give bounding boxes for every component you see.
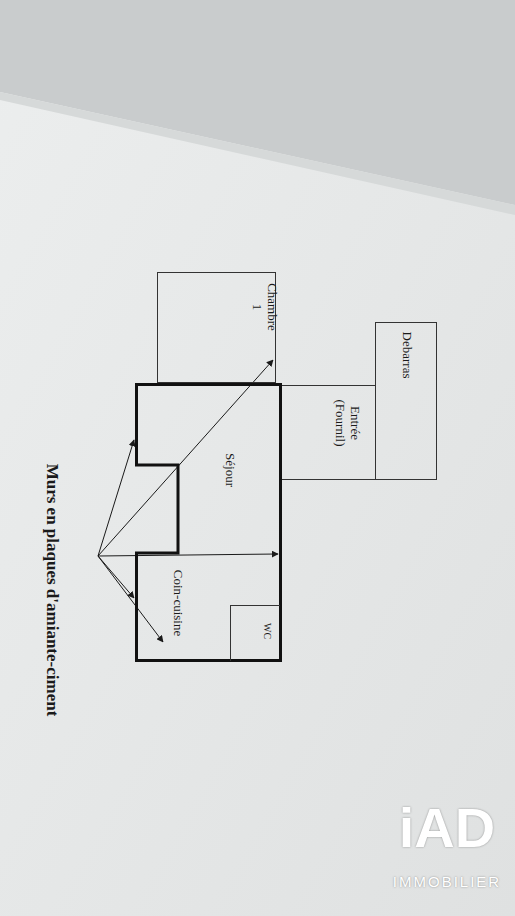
room-label: Chambre 1 (249, 283, 279, 331)
main-room-outline: SéjourWC (135, 383, 282, 662)
room-box: Chambre 1 (157, 272, 276, 383)
wall-outline (135, 383, 282, 662)
area-label: Coin-cuisine (170, 570, 186, 636)
watermark-text: IMMOBILIER (393, 874, 501, 889)
room-label: WC (261, 623, 273, 639)
room-box: Debarras (375, 322, 437, 480)
room-label: Séjour (223, 453, 238, 487)
asbestos-note: Murs en plaques d'amiante-ciment (42, 464, 62, 717)
room-label: Entrée (Fournil) (332, 400, 362, 447)
room-box: Entrée (Fournil) (280, 385, 376, 480)
room-label: Debarras (400, 332, 415, 379)
watermark-logo: iAD (399, 800, 495, 856)
wc-box: WC (230, 605, 280, 661)
